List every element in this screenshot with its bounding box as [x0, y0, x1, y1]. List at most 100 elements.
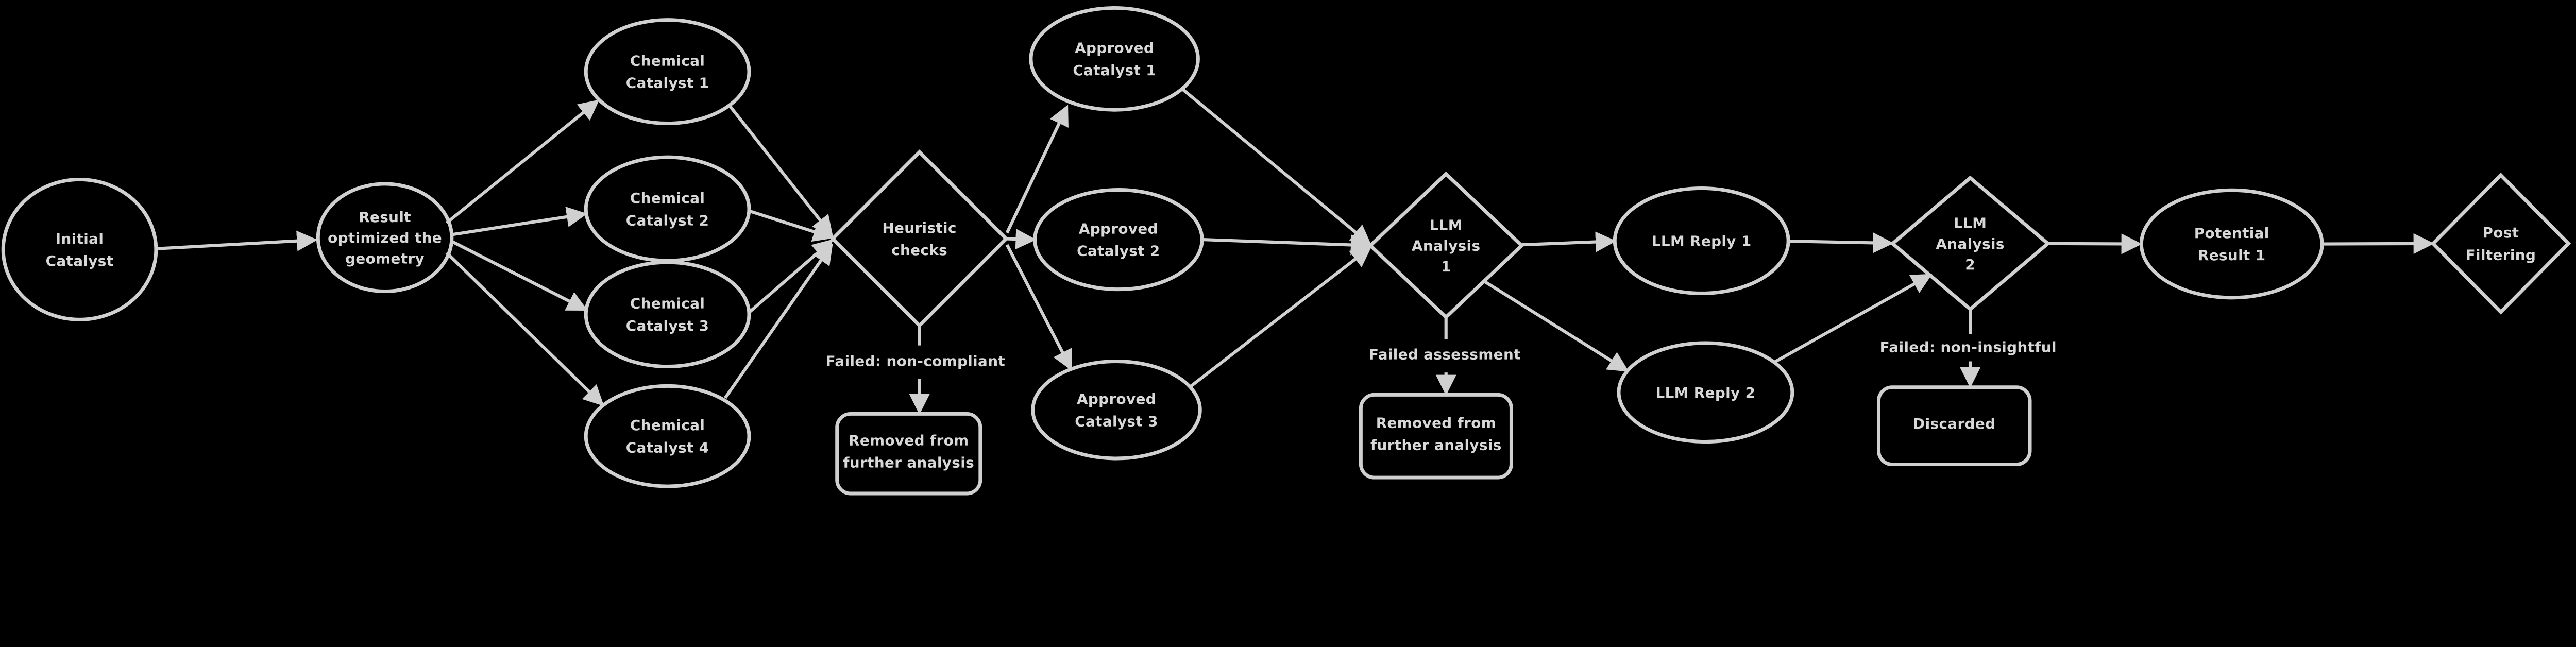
node-label: Approved — [1075, 40, 1154, 57]
edge-result-to-chemical-2 — [450, 207, 588, 236]
node-label: Removed from — [1376, 414, 1496, 431]
node-label: LLM Reply 1 — [1652, 232, 1752, 249]
edge-reply-1-to-llm2 — [1789, 232, 1894, 253]
diamond-shape — [1890, 175, 2051, 312]
node-label: optimized the — [328, 229, 442, 246]
diamond-shape — [1367, 171, 1524, 320]
rect-shape — [835, 412, 982, 496]
node-label: Approved — [1077, 390, 1156, 407]
edge-llm1-to-reply-2 — [1484, 280, 1629, 372]
ellipse-shape — [584, 260, 751, 368]
ellipse-shape — [584, 18, 751, 125]
edge-heuristic-to-approved-3 — [1005, 244, 1072, 371]
node-label: Catalyst 1 — [626, 75, 709, 92]
node-label: further analysis — [1370, 437, 1502, 454]
edge-label: Failed: non-compliant — [826, 353, 1005, 370]
node-label: Catalyst 2 — [1077, 243, 1160, 260]
edge-llm1-to-reply-1 — [1522, 231, 1617, 252]
rect-shape — [1876, 385, 2032, 467]
node-label: Post — [2483, 224, 2519, 241]
edge-chemical-1-to-heuristic — [729, 106, 833, 236]
node-label: Filtering — [2466, 246, 2536, 263]
node-label: LLM — [1954, 215, 1987, 232]
node-label: Analysis — [1412, 237, 1480, 254]
node-llm-analysis-1: LLM Analysis 1 — [1367, 171, 1524, 320]
node-label: Result 1 — [2198, 247, 2266, 264]
node-label: Initial — [56, 230, 104, 247]
ellipse-shape — [584, 155, 751, 263]
edge-label: Failed: non-insightful — [1880, 339, 2057, 356]
edge-approved-3-to-llm1 — [1189, 246, 1372, 388]
node-label: Analysis — [1936, 235, 2004, 252]
node-label: LLM Reply 2 — [1655, 384, 1755, 401]
node-label: Removed from — [849, 432, 969, 449]
edges-layer — [156, 88, 2434, 415]
node-label: 1 — [1441, 258, 1451, 275]
node-llm-reply-1: LLM Reply 1 — [1613, 186, 1790, 295]
node-label: Catalyst — [46, 252, 114, 269]
ellipse-shape — [584, 384, 751, 488]
node-label: Catalyst 2 — [626, 212, 709, 229]
edge-reply-2-to-llm2 — [1773, 274, 1933, 364]
ellipse-shape — [1617, 341, 1794, 444]
edge-chemical-2-to-heuristic — [749, 209, 834, 242]
ellipse-shape — [316, 182, 454, 293]
node-label: Chemical — [630, 52, 705, 69]
node-result-analysis: Result optimized the geometry — [316, 182, 454, 293]
node-removed-1: Removed from further analysis — [835, 412, 982, 496]
node-label: Approved — [1079, 220, 1158, 237]
node-discarded: Discarded — [1876, 385, 2032, 467]
edge-approved-2-to-llm1 — [1202, 234, 1372, 256]
edge-heuristic-to-approved-1 — [1005, 105, 1069, 234]
ellipse-shape — [1, 177, 158, 321]
node-label: checks — [891, 242, 947, 259]
node-label: further analysis — [843, 454, 974, 471]
edge-result-to-chemical-3 — [450, 239, 588, 311]
node-removed-2: Removed from further analysis — [1359, 393, 1513, 480]
node-label: geometry — [345, 250, 425, 267]
ellipse-shape — [1613, 186, 1790, 295]
node-label: Catalyst 3 — [1075, 413, 1158, 430]
node-label: Potential — [2194, 225, 2269, 242]
edge-approved-1-to-llm1 — [1182, 88, 1372, 246]
node-llm-analysis-2: LLM Analysis 2 — [1890, 175, 2051, 312]
rect-shape — [1359, 393, 1513, 480]
node-label: Discarded — [1913, 415, 1995, 432]
node-label: Catalyst 3 — [626, 317, 709, 334]
edge-result-to-chemical-4 — [445, 251, 604, 406]
node-label: Catalyst 4 — [626, 439, 709, 456]
node-label: Result — [359, 209, 411, 226]
node-llm-reply-2: LLM Reply 2 — [1617, 341, 1794, 444]
node-heuristic-checks: Heuristic checks — [830, 149, 1009, 328]
edge-heuristic-to-approved-2 — [1007, 228, 1037, 250]
diamond-shape — [830, 149, 1009, 328]
node-label: Chemical — [630, 295, 705, 312]
node-label: Chemical — [630, 190, 705, 207]
ellipse-shape — [2139, 188, 2324, 300]
edge-initial-to-result — [156, 230, 318, 251]
edge-chemical-4-to-heuristic — [724, 243, 833, 399]
node-label: Catalyst 1 — [1073, 62, 1156, 79]
ellipse-shape — [1033, 188, 1204, 292]
node-label: Heuristic — [882, 219, 956, 236]
edge-result-to-chemical-1 — [445, 99, 600, 225]
edge-chemical-3-to-heuristic — [748, 239, 834, 314]
node-label: Chemical — [630, 417, 705, 434]
node-label: 2 — [1965, 256, 1975, 273]
ellipse-shape — [1029, 6, 1200, 112]
ellipse-shape — [1031, 360, 1202, 461]
node-label: LLM — [1430, 217, 1463, 234]
